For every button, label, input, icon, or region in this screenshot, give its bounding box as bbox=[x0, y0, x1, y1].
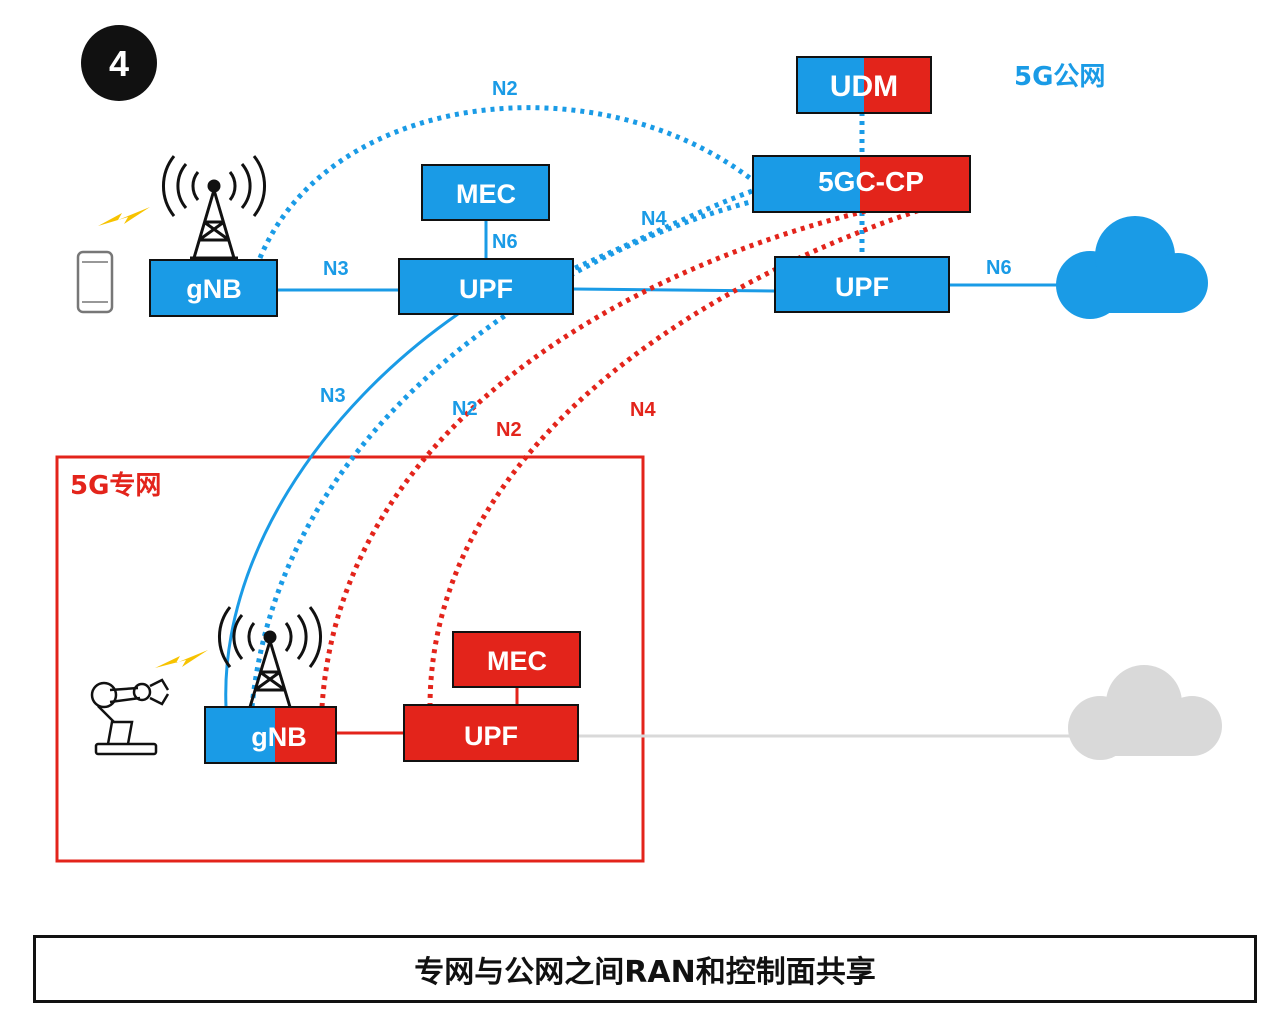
private-mec-label: MEC bbox=[487, 646, 547, 676]
step-badge: 4 bbox=[81, 25, 157, 101]
public-mec-label: MEC bbox=[456, 179, 516, 209]
n4-red-private-label: N4 bbox=[630, 399, 656, 421]
phone-icon bbox=[76, 250, 114, 314]
udm-label: UDM bbox=[830, 70, 898, 103]
private-lightning-icon bbox=[155, 650, 208, 668]
private-mec-node: MEC bbox=[452, 631, 581, 688]
public-mec-node: MEC bbox=[421, 164, 550, 221]
public-upf-edge-label: UPF bbox=[459, 274, 513, 304]
n2-public-label: N2 bbox=[492, 78, 518, 100]
caption-text: 专网与公网之间RAN和控制面共享 bbox=[414, 955, 876, 990]
private-upf-label: UPF bbox=[464, 721, 518, 751]
public-upf-edge-node: UPF bbox=[398, 258, 574, 315]
n2-red-private-label: N2 bbox=[496, 419, 522, 441]
n4-public-link bbox=[574, 187, 756, 271]
private-gnb-label: gNB bbox=[251, 722, 307, 752]
n4-public-label: N4 bbox=[641, 208, 667, 230]
n6-internet-label: N6 bbox=[986, 257, 1012, 279]
n3-private-label: N3 bbox=[320, 385, 346, 407]
caption-box: 专网与公网之间RAN和控制面共享 bbox=[33, 935, 1257, 1003]
private-gnb-node: gNB bbox=[204, 706, 337, 764]
core-cp-label: 5GC-CP bbox=[818, 166, 924, 197]
public-network-label: 5G公网 bbox=[1014, 62, 1105, 92]
public-tower-icon bbox=[161, 155, 267, 260]
private-network-frame bbox=[55, 455, 645, 863]
public-upf-core-label: UPF bbox=[835, 272, 889, 302]
public-gnb-label: gNB bbox=[186, 274, 242, 304]
private-upf-node: UPF bbox=[403, 704, 579, 762]
n3-private-link bbox=[224, 312, 459, 708]
public-gnb-node: gNB bbox=[149, 259, 278, 317]
public-upf-core-node: UPF bbox=[774, 256, 950, 313]
upf-upf-link bbox=[572, 287, 776, 293]
n4-red-private-link bbox=[427, 207, 921, 708]
core-cp-node: 5GC-CP bbox=[752, 155, 971, 213]
step-badge-number: 4 bbox=[109, 43, 129, 84]
private-network-label: 5G专网 bbox=[70, 471, 161, 501]
udm-node: UDM bbox=[796, 56, 932, 114]
private-tower-icon bbox=[217, 606, 323, 708]
internet-cloud-icon bbox=[1056, 216, 1208, 319]
robot-arm-icon bbox=[90, 678, 170, 756]
n6-mec-label: N6 bbox=[492, 231, 518, 253]
n2-red-private-link bbox=[319, 207, 871, 708]
lightning-icon bbox=[98, 207, 150, 226]
private-cloud-icon bbox=[1068, 665, 1222, 760]
n2-blue-private-label: N2 bbox=[452, 398, 478, 420]
n2-blue-private-link bbox=[249, 197, 759, 708]
n3-public-label: N3 bbox=[323, 258, 349, 280]
n2-public-link bbox=[257, 105, 757, 259]
